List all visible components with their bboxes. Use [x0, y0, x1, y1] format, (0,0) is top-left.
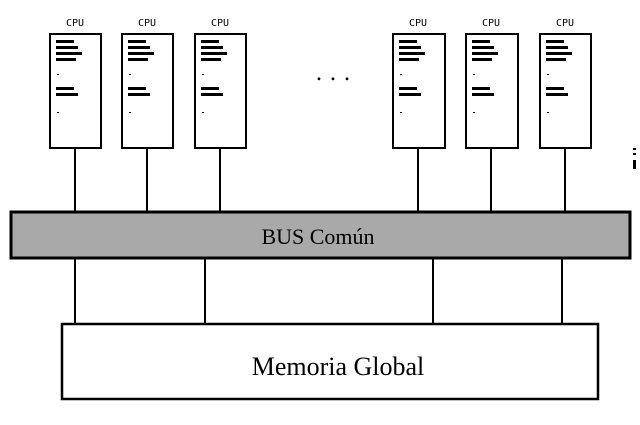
- cpu-node: CPU: [49, 18, 102, 212]
- cpu-box: [465, 33, 519, 149]
- cpu-label: CPU: [556, 18, 574, 29]
- cpu-label: CPU: [138, 18, 156, 29]
- cpu-box: [49, 33, 102, 149]
- cpu-node: CPU: [465, 18, 519, 212]
- cpu-node: CPU: [539, 18, 592, 212]
- bus-bar: [9, 210, 632, 260]
- cpu-node: CPU: [194, 18, 247, 212]
- cpu-box: [392, 33, 446, 149]
- cpu-node: CPU: [121, 18, 174, 212]
- bus-label: BUS Común: [261, 224, 374, 249]
- cpu-box: [194, 33, 247, 149]
- cpu-text-lines-icon: [546, 40, 572, 113]
- common-bus: BUS Común: [9, 210, 632, 260]
- memory-label: Memoria Global: [252, 352, 425, 381]
- cpu-text-lines-icon: [472, 40, 498, 113]
- cpu-text-lines-icon: [56, 40, 82, 113]
- cpu-node: CPU: [392, 18, 446, 212]
- edge-mark-icon: [633, 148, 636, 169]
- cpu-text-lines-icon: [201, 40, 227, 113]
- cpu-box: [539, 33, 592, 149]
- cpu-label: CPU: [482, 18, 500, 29]
- cpu-text-lines-icon: [128, 40, 154, 113]
- cpu-label: CPU: [66, 18, 84, 29]
- memory-box: [60, 322, 600, 401]
- cpu-label: CPU: [211, 18, 229, 29]
- cpu-text-lines-icon: [399, 40, 425, 113]
- cpu-box: [121, 33, 174, 149]
- cpu-label: CPU: [409, 18, 427, 29]
- ellipsis: . . .: [316, 61, 351, 86]
- global-memory: Memoria Global: [60, 322, 600, 401]
- bus-memory-connectors: [74, 258, 563, 324]
